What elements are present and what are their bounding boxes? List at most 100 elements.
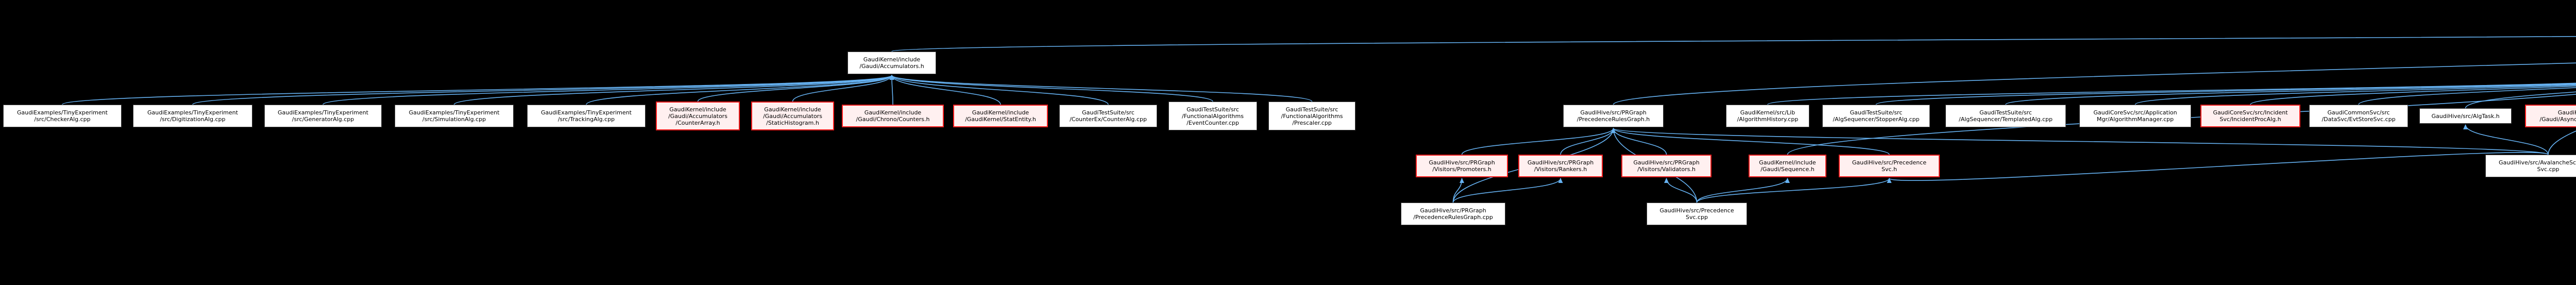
graph-node-sequence[interactable]: GaudiKernel/include/Gaudi/Sequence.h [1749,155,1826,177]
graph-node-digitization[interactable]: GaudiExamples/TinyExperiment/src/Digitiz… [133,105,252,127]
graph-node-label-line: /StaticHistogram.h [766,119,819,126]
graph-node-label-line: /GaudiKernel/StatEntity.h [965,116,1036,123]
dependency-edge [889,75,1313,102]
graph-node-label-line: GaudiHive/src/Precedence [1852,159,1927,166]
graph-node-label-line: /AlgorithmHistory.cpp [1737,116,1799,123]
graph-node-avalanche[interactable]: GaudiHive/src/AvalancheSchedulerSvc.cpp [2485,155,2576,177]
graph-node-label-line: GaudiExamples/TinyExperiment [541,109,632,116]
graph-node-label-line: /DataSvc/EvtStoreSvc.cpp [2321,116,2396,123]
graph-node-label-line: Svc.cpp [1685,214,1708,221]
graph-node-counters_h[interactable]: GaudiKernel/include/Gaudi/Chrono/Counter… [842,105,944,127]
graph-node-tracking[interactable]: GaudiExamples/TinyExperiment/src/Trackin… [527,105,646,127]
graph-node-label-line: /PrecedenceRulesGraph.h [1577,116,1650,123]
graph-node-label-line: GaudiCommonSvc/src [2327,109,2390,116]
dependency-edge [889,75,1213,102]
dependency-edge [2134,85,2576,105]
dependency-edge [891,36,2576,52]
graph-node-label-line: /Gaudi/Chrono/Counters.h [856,116,930,123]
dependency-edge [323,75,894,105]
graph-node-label-line: GaudiHive/src/Precedence [1659,207,1734,214]
graph-node-label-line: GaudiHive/src/AlgTask.h [2431,112,2500,120]
graph-node-label-line: /src/CheckerAlg.cpp [34,116,91,123]
graph-node-promoters[interactable]: GaudiHive/src/PRGraph/Visitors/Promoters… [1416,155,1508,177]
graph-node-rankers[interactable]: GaudiHive/src/PRGraph/Visitors/Rankers.h [1518,155,1603,177]
graph-node-label-line: GaudiTestSuite/src [1285,106,1338,113]
graph-node-label-line: GaudiTestSuite/src [1187,106,1239,113]
graph-node-evtstoresvc[interactable]: GaudiCommonSvc/src/DataSvc/EvtStoreSvc.c… [2309,105,2408,127]
graph-node-label-line: /FunctionalAlgorithms [1182,112,1244,120]
graph-node-label-line: /src/SimulationAlg.cpp [422,116,486,123]
dependency-edge [1452,178,1563,203]
graph-node-label-line: /AlgSequencer/StopperAlg.cpp [1833,116,1920,123]
graph-node-prescaler[interactable]: GaudiTestSuite/src/FunctionalAlgorithms/… [1268,102,1355,130]
graph-node-statichistogram[interactable]: GaudiKernel/include/Gaudi/Accumulators/S… [751,102,834,130]
graph-node-label-line: /src/GeneratorAlg.cpp [292,116,354,123]
graph-node-precedencerulesgraph_h[interactable]: GaudiHive/src/PRGraph/PrecedenceRulesGra… [1563,105,1664,127]
graph-node-label-line: GaudiExamples/TinyExperiment [278,109,368,116]
graph-node-label-line: /EventCounter.cpp [1187,119,1239,126]
graph-node-simulation[interactable]: GaudiExamples/TinyExperiment/src/Simulat… [395,105,514,127]
graph-node-label-line: GaudiTestSuite/src [1979,109,2032,116]
graph-node-label-line: Svc.cpp [2537,166,2560,173]
graph-node-counteralg[interactable]: GaudiTestSuite/src/CounterEx/CounterAlg.… [1059,105,1157,127]
graph-node-label-line: /CounterEx/CounterAlg.cpp [1070,116,1147,123]
dependency-edge [1613,62,2576,105]
graph-node-label-line: GaudiKernel/include [1759,159,1816,166]
dependency-edge [2250,86,2576,105]
graph-node-label-line: Svc/IncidentProcAlg.h [2219,116,2281,123]
graph-node-label-line: GaudiHive/src/PRGraph [1580,109,1647,116]
dependency-edge [2005,83,2576,105]
graph-node-label-line: /Gaudi/Sequence.h [1760,166,1815,173]
graph-node-eventcounter[interactable]: GaudiTestSuite/src/FunctionalAlgorithms/… [1168,102,1257,130]
graph-node-stopperalg[interactable]: GaudiTestSuite/src/AlgSequencer/StopperA… [1822,105,1930,127]
graph-node-generator[interactable]: GaudiExamples/TinyExperiment/src/Generat… [264,105,382,127]
dependency-edge [1696,178,1892,203]
dependency-edge [1664,178,1698,203]
graph-node-label-line: GaudiKernel/include [2557,109,2576,116]
dependency-edge [889,75,894,105]
graph-node-label-line: /Gaudi/Accumulators [668,112,727,120]
dependency-edge [192,75,894,105]
graph-node-asynchronousalgorithm[interactable]: GaudiKernel/include/Gaudi/AsynchronousAl… [2525,105,2576,127]
graph-node-statentity[interactable]: GaudiKernel/include/GaudiKernel/StatEnti… [953,105,1048,127]
graph-node-checker[interactable]: GaudiExamples/TinyExperiment/src/Checker… [3,105,122,127]
dependency-edge [1875,83,2576,105]
graph-node-label-line: GaudiKernel/include [972,109,1029,116]
dependency-edge [889,75,1001,105]
graph-node-label-line: /PrecedenceRulesGraph.cpp [1413,214,1493,221]
graph-node-templatedalg[interactable]: GaudiTestSuite/src/AlgSequencer/Template… [1945,105,2066,127]
graph-node-algtask[interactable]: GaudiHive/src/AlgTask.h [2419,108,2512,124]
graph-node-label-line: GaudiKernel/include [669,106,726,113]
dependency-edge [1696,178,1790,203]
dependency-edge [792,75,894,102]
graph-node-label-line: GaudiTestSuite/src [1082,109,1134,116]
graph-node-counterarray[interactable]: GaudiKernel/include/Gaudi/Accumulators/C… [656,102,740,130]
graph-node-label-line: /src/TrackingAlg.cpp [557,116,615,123]
dependency-edge [1560,128,1616,155]
dependency-edge [2463,124,2549,155]
graph-node-algorithmhistory_cpp[interactable]: GaudiKernel/src/Lib/AlgorithmHistory.cpp [1726,105,1809,127]
dependency-edge [2548,130,2576,155]
dependency-edge [1452,178,1464,203]
graph-node-label-line: GaudiExamples/TinyExperiment [17,109,108,116]
graph-node-prg_cpp[interactable]: GaudiHive/src/PRGraph/PrecedenceRulesGra… [1401,203,1505,225]
dependency-edge [1767,82,2576,105]
graph-node-label-line: GaudiHive/src/PRGraph [1420,207,1486,214]
graph-node-accumulators_h[interactable]: GaudiKernel/include/Gaudi/Accumulators.h [848,52,936,74]
graph-node-label-line: GaudiHive/src/PRGraph [1429,159,1495,166]
dependency-edge [586,75,894,105]
graph-node-validators[interactable]: GaudiHive/src/PRGraph/Visitors/Validator… [1621,155,1711,177]
graph-node-label-line: GaudiCoreSvc/src/Incident [2213,109,2288,116]
graph-node-label-line: /Visitors/Promoters.h [1432,166,1492,173]
graph-node-label-line: GaudiKernel/src/Lib [1740,109,1795,116]
dependency-edge [62,75,894,105]
dependency-edge [1611,128,1890,155]
graph-node-label-line: GaudiExamples/TinyExperiment [147,109,238,116]
graph-node-label-line: /Gaudi/Accumulators [763,112,822,120]
